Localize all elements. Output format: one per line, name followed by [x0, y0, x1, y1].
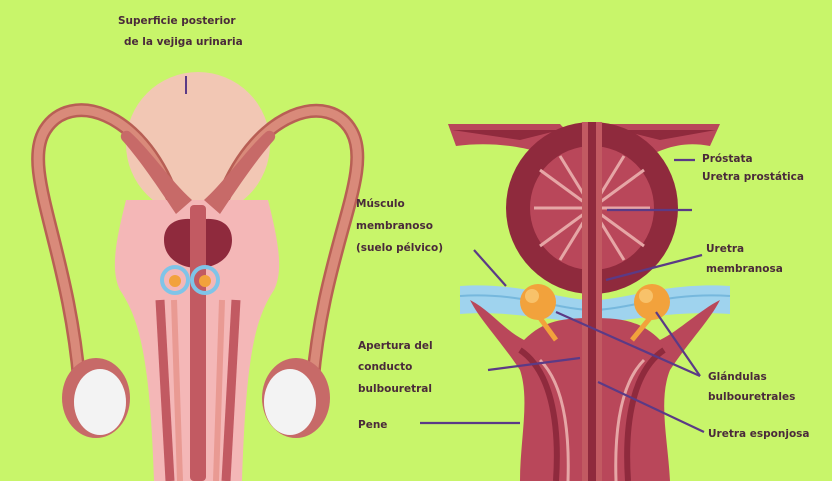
right-anatomy [448, 122, 730, 481]
label-glandulas-2: bulbouretrales [708, 391, 795, 403]
left-anatomy [38, 72, 357, 481]
label-bladder-2: de la vejiga urinaria [124, 36, 243, 48]
label-uretra-prostatica: Uretra prostática [702, 171, 804, 183]
label-apertura-2: conducto [358, 361, 412, 373]
label-prostata: Próstata [702, 153, 753, 165]
label-apertura-1: Apertura del [358, 340, 433, 352]
testis-right [262, 358, 330, 438]
label-apertura-3: bulbouretral [358, 383, 432, 395]
label-uretra-esponjosa: Uretra esponjosa [708, 428, 810, 440]
label-musculo-3: (suelo pélvico) [356, 242, 443, 254]
gland-right [632, 284, 670, 340]
label-pene: Pene [358, 419, 387, 431]
label-bladder-1: Superficie posterior [118, 15, 236, 27]
label-musculo-2: membranoso [356, 220, 433, 232]
label-glandulas-1: Glándulas [708, 371, 767, 383]
label-uretra-membranosa-1: Uretra [706, 243, 744, 255]
label-musculo-1: Músculo [356, 198, 405, 210]
label-uretra-membranosa-2: membranosa [706, 263, 783, 275]
testis-left [62, 358, 130, 438]
